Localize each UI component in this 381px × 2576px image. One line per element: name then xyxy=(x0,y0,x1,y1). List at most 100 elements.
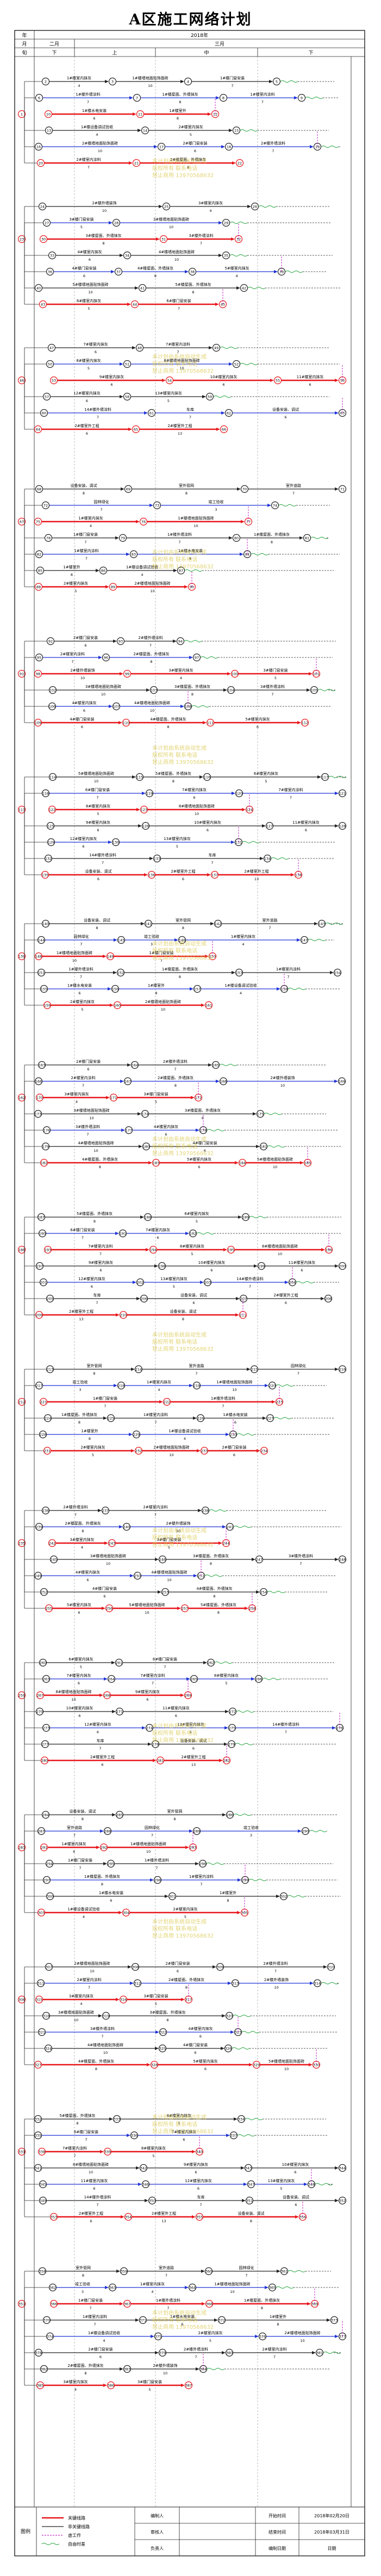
activity-arrow-head xyxy=(202,395,206,398)
event-node-number: 352 xyxy=(339,2199,346,2203)
activity-duration: 7 xyxy=(84,540,86,544)
event-node-number: 254 xyxy=(260,1590,267,1595)
activity-duration: 5 xyxy=(80,1665,82,1669)
free-float-line xyxy=(200,656,218,659)
activity-label: 7#楼室内抹灰 xyxy=(83,342,108,347)
activity-label: 1#楼墙地面贴饰面砖 xyxy=(132,76,168,80)
watermark-text: 禁止商用 13970568632 xyxy=(152,2128,214,2135)
activity-label: 1#楼外墙涂料 xyxy=(76,92,100,97)
event-node-number: 100 xyxy=(232,672,238,676)
activity-label: 2#楼墙地面贴饰面砖 xyxy=(284,2330,320,2335)
activity-duration: 6 xyxy=(295,2203,297,2207)
event-node xyxy=(48,1539,57,1547)
event-node-number: 228 xyxy=(40,1433,46,1437)
event-node-number: 358 xyxy=(39,2270,46,2274)
activity-label: 2#楼室外工程 xyxy=(152,2211,176,2216)
event-node-number: 47 xyxy=(49,346,54,350)
activity-arrow-head xyxy=(180,1694,184,1697)
watermark-text: 本计划由系统自动生成 xyxy=(152,353,207,360)
event-node xyxy=(108,1539,116,1547)
free-float-line xyxy=(308,939,326,941)
activity-duration: 8 xyxy=(271,540,273,544)
event-node-number: 39 xyxy=(279,270,284,274)
activity-arrow-head xyxy=(256,1145,260,1148)
activity-label: 4#楼室内抹灰 xyxy=(77,249,102,254)
event-node-number: 307 xyxy=(46,1965,52,1970)
activity-arrow-head xyxy=(221,2047,224,2050)
xun-label: 旬 xyxy=(22,49,27,56)
event-node-number: 361 xyxy=(281,2270,288,2274)
event-node-number: 82 xyxy=(37,553,41,557)
activity-arrow-head xyxy=(247,1368,251,1371)
event-node xyxy=(34,669,42,678)
activity-label: 13#楼室内抹灰 xyxy=(268,2178,295,2183)
activity-arrow-head xyxy=(147,2063,151,2066)
activity-arrow-head xyxy=(235,1313,239,1317)
activity-duration: 8 xyxy=(185,1985,188,1990)
event-node-number: 156 xyxy=(112,987,118,992)
activity-duration: 10 xyxy=(161,1007,165,1012)
activity-arrow-head xyxy=(237,1911,241,1914)
activity-arrow-head xyxy=(173,640,177,643)
activity-arrow-head xyxy=(252,1558,255,1561)
event-node-number: 248 xyxy=(339,1558,346,1562)
activity-duration: 5 xyxy=(191,1252,193,1256)
event-node xyxy=(115,1658,123,1667)
activity-label: 2#楼屋面、外墙抹灰 xyxy=(170,157,206,162)
event-node xyxy=(188,2283,197,2292)
activity-arrow-head xyxy=(96,569,99,572)
activity-duration: 6 xyxy=(198,1165,200,1169)
activity-duration: 8 xyxy=(76,2121,78,2126)
activity-duration: 10 xyxy=(103,2051,108,2055)
activity-arrow-head xyxy=(173,569,177,572)
event-node-number: 377 xyxy=(339,2335,346,2339)
activity-label: 1#楼室内涂料 xyxy=(276,967,301,972)
activity-arrow-head xyxy=(236,1297,240,1300)
event-node xyxy=(227,686,235,694)
event-node xyxy=(134,1365,143,1374)
event-node-number: 311 xyxy=(38,1982,44,1986)
event-node xyxy=(108,2283,117,2292)
event-node xyxy=(303,534,311,542)
event-node-number: 293 xyxy=(190,1846,196,1850)
free-float-line xyxy=(267,1591,285,1593)
free-float-line xyxy=(258,205,277,208)
event-node xyxy=(34,2115,42,2123)
event-node-number: 146 xyxy=(179,938,185,943)
activity-duration: 7 xyxy=(174,1067,176,1071)
activity-arrow-head xyxy=(335,411,339,415)
event-node-number: 75 xyxy=(36,520,40,524)
activity-duration: 8 xyxy=(177,116,179,121)
event-node-number: 53 xyxy=(52,379,56,383)
event-node-number: 282 xyxy=(223,1759,230,1763)
activity-label: 7#楼室内抹灰 xyxy=(182,787,207,792)
activity-label: 5#楼墙地面贴饰面砖 xyxy=(129,1602,165,1607)
activity-duration: 4 xyxy=(151,2290,153,2294)
event-node xyxy=(150,2060,159,2069)
activity-label: 1#楼水电安装 xyxy=(82,108,107,113)
event-node xyxy=(214,919,222,928)
event-node-number: 94 xyxy=(178,640,183,644)
event-node xyxy=(107,1859,115,1868)
event-node xyxy=(229,2131,238,2140)
activity-duration: 6 xyxy=(86,431,88,436)
activity-label: 6#楼门窗安装 xyxy=(74,2129,98,2134)
free-float-line xyxy=(233,1814,252,1816)
event-node-number: 376 xyxy=(259,2335,266,2339)
watermark-text: 禁止商用 13970568632 xyxy=(152,563,214,570)
event-node xyxy=(42,2316,51,2324)
event-node-number: 10 xyxy=(46,112,51,117)
activity-label: 3#楼屋面、外墙抹灰 xyxy=(174,684,210,689)
event-node-number: 3 xyxy=(111,80,114,84)
activity-arrow-head xyxy=(335,824,339,828)
event-node xyxy=(124,1126,133,1135)
activity-label: 2#楼室外工程 xyxy=(79,2211,103,2216)
activity-arrow-head xyxy=(213,1965,216,1969)
activity-label: 8#楼室内抹灰 xyxy=(76,358,101,363)
event-node-number: 221 xyxy=(40,1400,47,1405)
event-node-number: 329 xyxy=(253,2063,260,2067)
event-node xyxy=(212,343,221,352)
event-node xyxy=(35,485,43,493)
activity-arrow-head xyxy=(115,1232,119,1235)
event-node-number: 187 xyxy=(38,1215,45,1220)
